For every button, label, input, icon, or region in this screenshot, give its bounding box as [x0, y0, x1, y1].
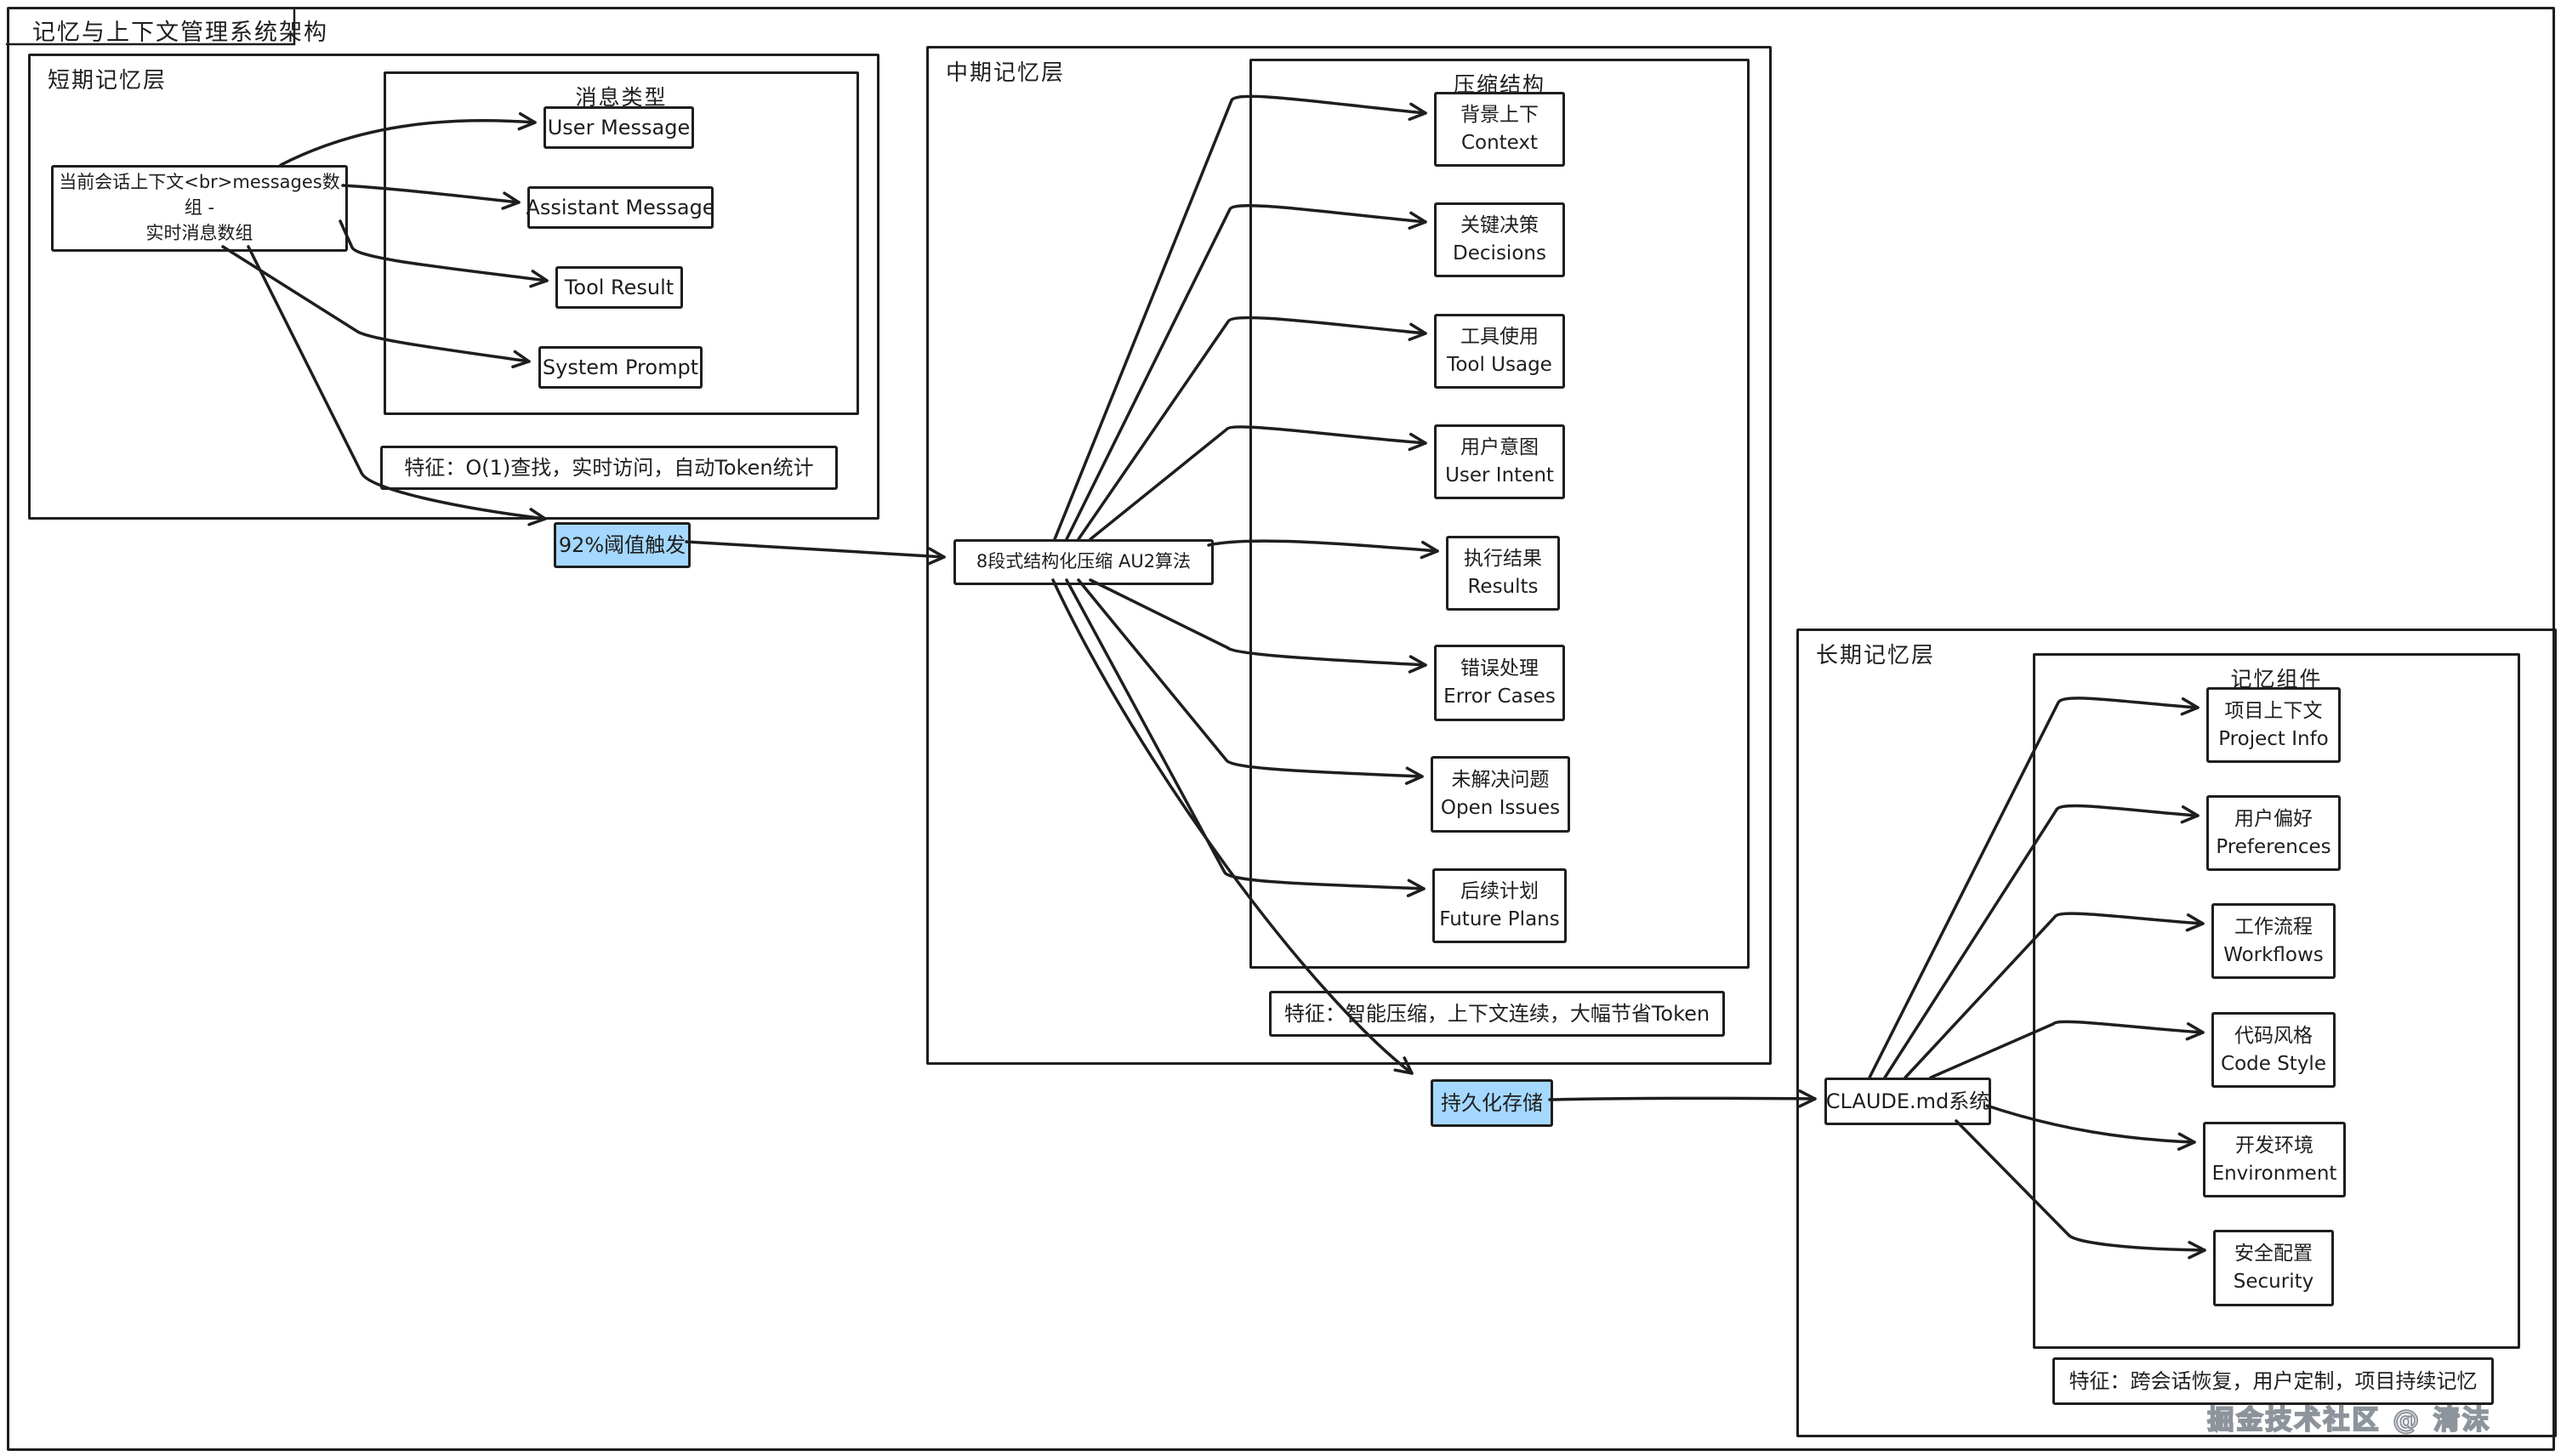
- node-assistant-message: Assistant Message: [526, 186, 715, 229]
- long-term-layer-container: 长期记忆层: [1796, 628, 2557, 1437]
- node-current-session-context-line2: 实时消息数组: [145, 222, 253, 243]
- node-workflows-en: Workflows: [2223, 943, 2324, 966]
- node-preferences-en: Preferences: [2216, 835, 2331, 858]
- node-preferences-zh: 用户偏好: [2234, 807, 2313, 830]
- node-tool-usage-zh: 工具使用: [1460, 326, 1539, 349]
- node-open-issues-zh: 未解决问题: [1451, 769, 1550, 792]
- node-open-issues-en: Open Issues: [1440, 797, 1561, 819]
- mid-term-layer-label: 中期记忆层: [946, 60, 1066, 86]
- long-term-layer-label: 长期记忆层: [1816, 643, 1936, 668]
- message-types-title: 消息类型: [575, 85, 668, 110]
- node-code-style-en: Code Style: [2221, 1052, 2326, 1075]
- node-context-en: Context: [1460, 132, 1539, 154]
- node-current-session-context-line1: 当前会话上下文<br>messages数组 -: [59, 172, 340, 219]
- node-current-session-context: 当前会话上下文<br>messages数组 - 实时消息数组: [51, 165, 348, 252]
- mid-term-features-note: 特征：智能压缩，上下文连续，大幅节省Token: [1269, 991, 1725, 1037]
- node-project-info-zh: 项目上下文: [2224, 699, 2323, 722]
- node-results: 执行结果 Results: [1446, 536, 1560, 611]
- node-security-en: Security: [2233, 1271, 2314, 1293]
- watermark: 掘金技术社区 @ 清沫: [2206, 1404, 2491, 1436]
- node-open-issues: 未解决问题 Open Issues: [1431, 756, 1570, 833]
- node-decisions-zh: 关键决策: [1460, 214, 1539, 237]
- node-workflows: 工作流程 Workflows: [2211, 903, 2336, 979]
- node-project-info-en: Project Info: [2218, 727, 2329, 750]
- node-future-plans-zh: 后续计划: [1460, 880, 1539, 903]
- node-security-zh: 安全配置: [2234, 1243, 2313, 1265]
- node-context-zh: 背景上下: [1460, 104, 1539, 127]
- node-tool-usage: 工具使用 Tool Usage: [1434, 314, 1565, 389]
- node-error-cases-zh: 错误处理: [1460, 657, 1539, 680]
- node-results-en: Results: [1467, 576, 1539, 598]
- node-error-cases: 错误处理 Error Cases: [1434, 645, 1565, 721]
- node-user-intent-zh: 用户意图: [1460, 436, 1539, 459]
- node-future-plans: 后续计划 Future Plans: [1432, 868, 1567, 943]
- node-code-style: 代码风格 Code Style: [2211, 1012, 2336, 1088]
- node-decisions-en: Decisions: [1453, 242, 1546, 264]
- node-user-intent-en: User Intent: [1445, 464, 1554, 486]
- node-claude-md-system: CLAUDE.md系统: [1824, 1078, 1991, 1125]
- node-environment-zh: 开发环境: [2235, 1134, 2313, 1157]
- outer-frame: [7, 7, 2555, 1451]
- node-error-cases-en: Error Cases: [1443, 685, 1556, 708]
- node-user-message: User Message: [544, 106, 694, 149]
- node-results-zh: 执行结果: [1464, 548, 1542, 571]
- diagram-title: 记忆与上下文管理系统架构: [32, 20, 328, 46]
- node-system-prompt: System Prompt: [538, 346, 703, 389]
- node-compression-algorithm: 8段式结构化压缩 AU2算法: [953, 539, 1214, 585]
- node-persistent-storage: 持久化存储: [1431, 1079, 1553, 1127]
- short-term-layer-label: 短期记忆层: [48, 68, 168, 94]
- node-tool-usage-en: Tool Usage: [1447, 354, 1552, 376]
- node-preferences: 用户偏好 Preferences: [2206, 795, 2341, 871]
- node-context: 背景上下 Context: [1434, 92, 1565, 167]
- long-term-features-note: 特征：跨会话恢复，用户定制，项目持续记忆: [2052, 1357, 2494, 1405]
- node-security: 安全配置 Security: [2213, 1230, 2334, 1306]
- node-project-info: 项目上下文 Project Info: [2206, 687, 2341, 763]
- node-workflows-zh: 工作流程: [2234, 915, 2313, 938]
- node-decisions: 关键决策 Decisions: [1434, 202, 1565, 277]
- short-term-features-note: 特征：O(1)查找，实时访问，自动Token统计: [380, 446, 838, 490]
- node-environment-en: Environment: [2211, 1162, 2337, 1185]
- node-tool-result: Tool Result: [555, 266, 683, 309]
- node-future-plans-en: Future Plans: [1439, 908, 1560, 930]
- node-threshold-trigger: 92%阈值触发: [554, 522, 691, 568]
- node-environment: 开发环境 Environment: [2203, 1122, 2346, 1197]
- node-code-style-zh: 代码风格: [2234, 1024, 2313, 1047]
- node-user-intent: 用户意图 User Intent: [1434, 424, 1565, 499]
